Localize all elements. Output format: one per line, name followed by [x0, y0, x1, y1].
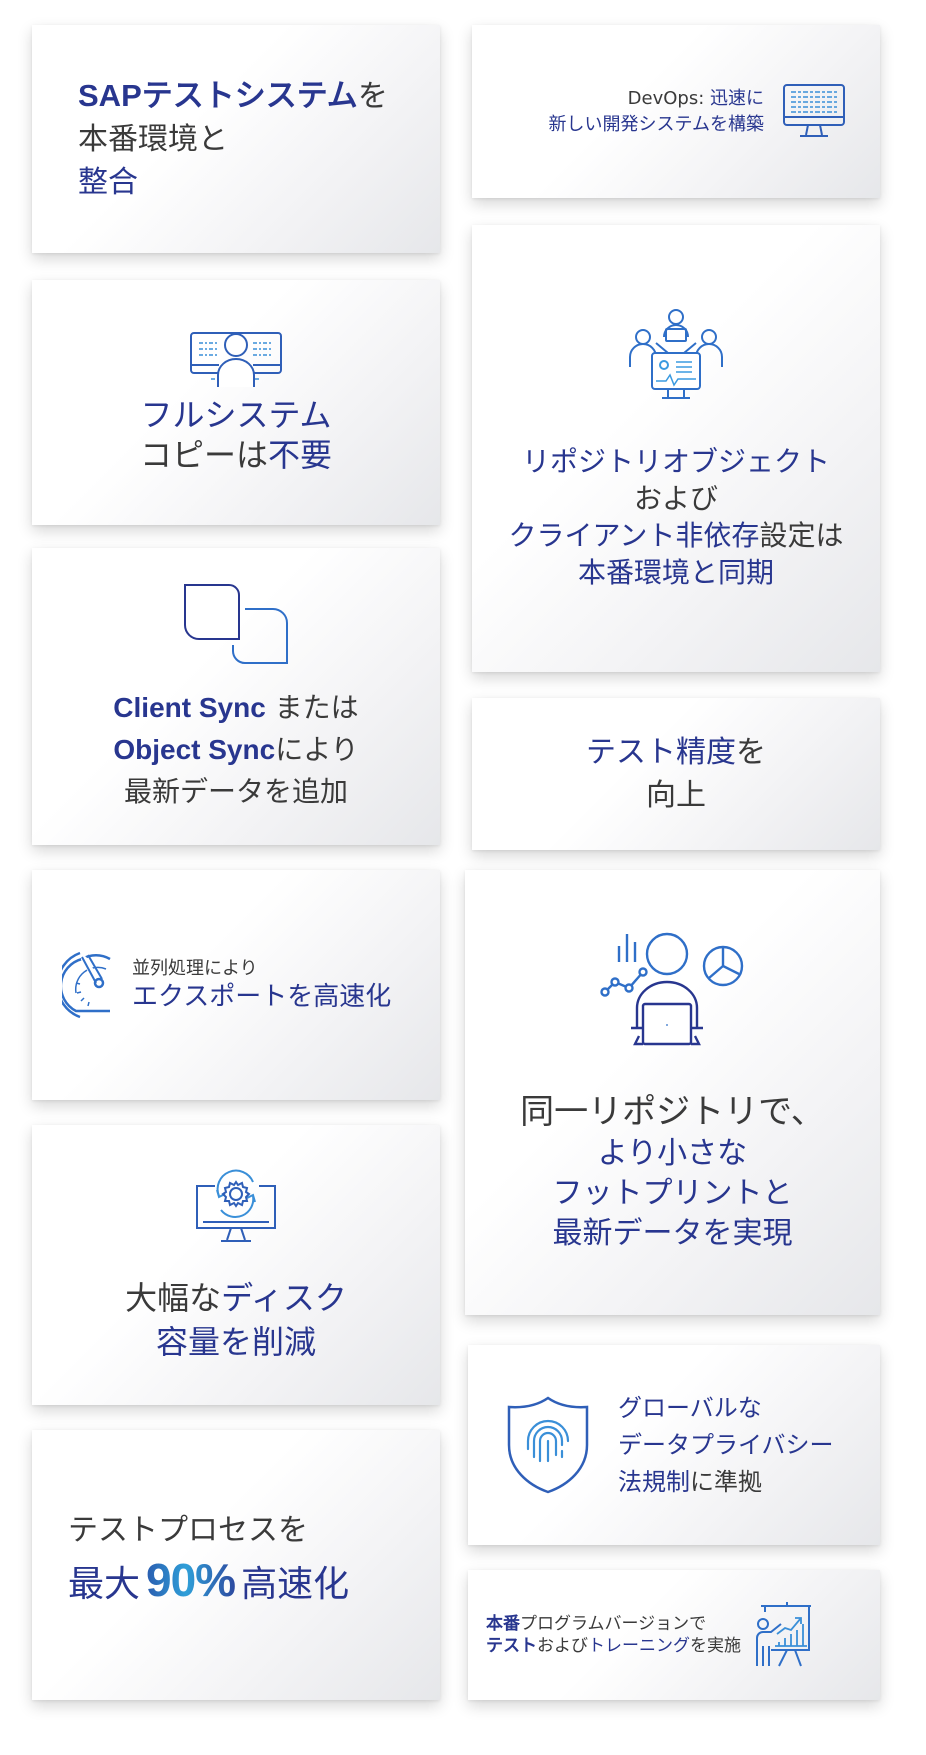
headline-dark: 大幅な	[125, 1279, 222, 1317]
card-text: SAPテストシステムを 本番環境と 整合	[78, 74, 388, 204]
card-privacy-compliance: グローバルな データプライバシー 法規制に準拠	[468, 1345, 880, 1545]
headline-dark-2: により	[275, 732, 359, 766]
card-text: テストプロセスを 最大 90% 高速化	[68, 1509, 349, 1607]
headline-dark-2: および	[537, 1636, 588, 1656]
headline-line2: エクスポートを高速化	[132, 982, 392, 1012]
card-text: DevOps: 迅速に 新しい開発システムを構築	[549, 86, 764, 138]
headline-blue: テスト精度	[586, 735, 736, 770]
headline-line1: グローバルな	[618, 1393, 762, 1422]
card-production-training: 本番プログラムバージョンで テストおよびトレーニングを実施	[468, 1570, 880, 1700]
card-text: Client Sync または Object Syncにより 最新データを追加	[113, 687, 358, 813]
headline-line2: 容量を削減	[155, 1323, 316, 1361]
card-text: グローバルな データプライバシー 法規制に準拠	[618, 1390, 834, 1501]
card-text: 並列処理により エクスポートを高速化	[132, 957, 391, 1013]
headline-line3: フットプリントと	[552, 1175, 793, 1211]
card-parallel-export: 並列処理により エクスポートを高速化	[32, 870, 440, 1100]
headline-line2: 向上	[646, 778, 706, 813]
card-disk-reduction: 大幅なディスク 容量を削減	[32, 1125, 440, 1405]
card-test-speedup: テストプロセスを 最大 90% 高速化	[32, 1430, 440, 1700]
headline-line1: 並列処理により	[132, 958, 258, 979]
headline-blue: SAPテストシステム	[78, 78, 358, 113]
monitor-code-icon	[782, 83, 846, 141]
headline-line2: データプライバシー	[618, 1430, 834, 1459]
headline-blue: クライアント非依存	[508, 518, 760, 552]
card-text: 本番プログラムバージョンで テストおよびトレーニングを実施	[486, 1613, 741, 1657]
headline-line2: および	[633, 481, 718, 515]
headline-line1: 同一リポジトリで、	[520, 1091, 825, 1132]
headline-line4: 本番環境と同期	[577, 555, 774, 589]
devops-label-blue: 迅速に	[704, 87, 764, 109]
card-text: フルシステム コピーは不要	[140, 395, 332, 475]
percent-value: 90%	[146, 1554, 236, 1606]
card-text: テスト精度を 向上	[586, 731, 766, 817]
object-sync-label: Object Sync	[113, 733, 276, 765]
headline-prefix: 最大	[68, 1564, 141, 1605]
headline-blue-3: トレーニング	[588, 1636, 690, 1656]
headline-dark: コピーは	[139, 435, 268, 474]
headline-dark: 設定は	[759, 518, 844, 552]
headline-line1: フルシステム	[140, 395, 332, 434]
headline-line2: 本番環境と	[78, 122, 228, 157]
card-no-full-copy: フルシステム コピーは不要	[32, 280, 440, 525]
card-devops: DevOps: 迅速に 新しい開発システムを構築	[472, 25, 880, 198]
headline-blue: 本番	[486, 1614, 520, 1634]
card-same-repository: 同一リポジトリで、 より小さな フットプリントと 最新データを実現	[465, 870, 880, 1315]
headline-line2: より小さな	[597, 1135, 748, 1171]
shield-fingerprint-icon	[506, 1395, 590, 1495]
card-text: 同一リポジトリで、 より小さな フットプリントと 最新データを実現	[520, 1090, 825, 1254]
team-meeting-dashboard-icon	[626, 307, 726, 407]
headline-blue: 法規制	[618, 1467, 690, 1496]
devops-label: DevOps:	[627, 87, 705, 109]
headline-blue-2: テスト	[486, 1636, 537, 1656]
headline-dark: プログラムバージョンで	[520, 1614, 707, 1634]
headline-dark: に準拠	[690, 1467, 762, 1496]
overlapping-squares-icon	[181, 581, 291, 667]
card-align-test-systems: SAPテストシステムを 本番環境と 整合	[32, 25, 440, 253]
headline-blue: 不要	[268, 435, 333, 474]
headline-dark: を	[736, 735, 766, 770]
card-repository-sync: リポジトリオブジェクト および クライアント非依存設定は 本番環境と同期	[472, 225, 880, 672]
headline-line3: 最新データを追加	[123, 774, 348, 808]
headline-blue: ディスク	[221, 1279, 347, 1317]
card-text: 大幅なディスク 容量を削減	[125, 1276, 347, 1364]
headline-suffix: 高速化	[241, 1564, 350, 1605]
client-sync-label: Client Sync	[113, 691, 266, 723]
speedometer-icon	[62, 949, 114, 1021]
headline-dark: または	[265, 690, 359, 724]
headline-dark-3: を実施	[690, 1636, 741, 1656]
card-client-object-sync: Client Sync または Object Syncにより 最新データを追加	[32, 548, 440, 845]
card-text: リポジトリオブジェクト および クライアント非依存設定は 本番環境と同期	[509, 443, 844, 591]
headline-line3: 整合	[78, 165, 138, 200]
devops-line2: 新しい開発システムを構築	[548, 113, 764, 135]
analyst-laptop-charts-icon	[599, 932, 745, 1050]
headline-line1: テストプロセスを	[68, 1513, 308, 1548]
monitor-gear-sync-icon	[195, 1166, 277, 1246]
presentation-chart-icon	[753, 1602, 815, 1668]
headline-line1: リポジトリオブジェクト	[521, 444, 830, 478]
user-monitors-icon	[189, 331, 283, 389]
headline-line4: 最新データを実現	[552, 1215, 793, 1251]
headline-dark: を	[357, 79, 388, 114]
card-test-accuracy: テスト精度を 向上	[472, 698, 880, 850]
